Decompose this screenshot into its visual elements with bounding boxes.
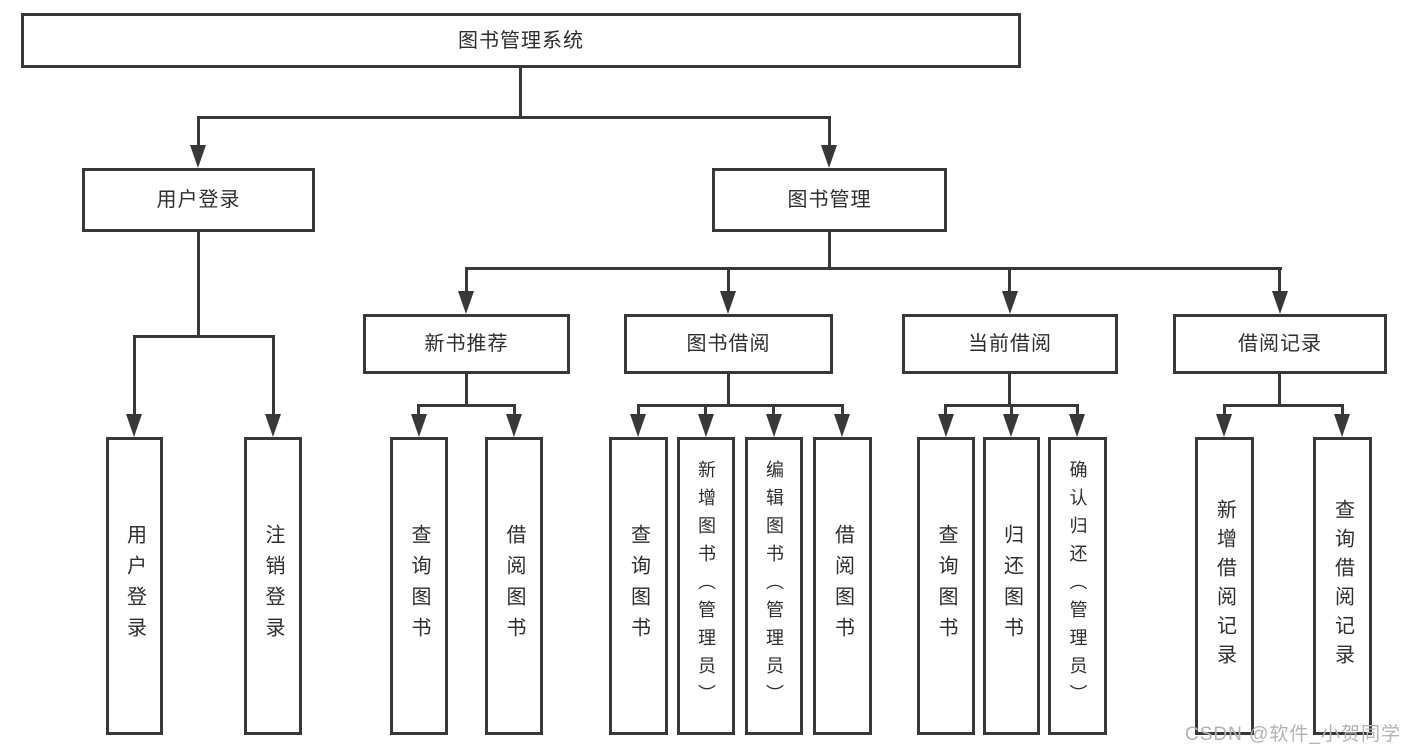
leaf-query-books-borrowing: 查询图书: [609, 437, 668, 735]
tree-line: [727, 267, 730, 293]
tree-line: [772, 404, 775, 416]
leaf-confirm-return-admin: 确认归还（管理员）: [1048, 437, 1107, 735]
tree-line: [197, 116, 831, 119]
csdn-watermark: CSDN @软件_小贺同学: [1185, 724, 1401, 745]
arrow-down-icon: [1334, 414, 1350, 437]
tree-line: [1278, 373, 1281, 407]
node-label: 新书推荐: [424, 333, 509, 355]
tree-line: [197, 116, 200, 146]
arrow-down-icon: [1272, 291, 1288, 314]
node-label: 当前借阅: [968, 333, 1052, 355]
arrow-down-icon: [1069, 414, 1085, 437]
leaf-add-book-admin: 新增图书（管理员）: [677, 437, 735, 735]
node-user-login: 用户登录: [82, 168, 315, 232]
tree-line: [465, 373, 468, 407]
tree-line: [841, 404, 844, 416]
node-label: 借阅图书: [831, 524, 854, 648]
tree-line: [465, 267, 1282, 270]
arrow-down-icon: [720, 291, 736, 314]
node-label: 查询图书: [935, 524, 957, 648]
leaf-user-login: 用户登录: [106, 437, 163, 735]
tree-line: [828, 116, 831, 146]
tree-line: [133, 335, 275, 338]
tree-line: [465, 267, 468, 293]
node-label: 新增图书（管理员）: [696, 460, 716, 712]
arrow-down-icon: [630, 414, 646, 437]
arrow-down-icon: [1003, 414, 1019, 437]
node-label: 图书管理: [787, 189, 872, 211]
tree-line: [1223, 404, 1344, 407]
tree-line: [519, 68, 522, 119]
tree-line: [417, 404, 516, 407]
node-label: 查询借阅记录: [1331, 499, 1354, 673]
node-label: 编辑图书（管理员）: [764, 460, 784, 712]
leaf-query-books-current: 查询图书: [917, 437, 975, 735]
arrow-down-icon: [506, 414, 522, 437]
arrow-down-icon: [821, 145, 837, 168]
node-new-book-recommendation: 新书推荐: [363, 314, 570, 374]
node-label: 借阅记录: [1238, 333, 1322, 355]
arrow-down-icon: [411, 414, 427, 437]
node-label: 用户登录: [156, 189, 241, 211]
node-label: 注销登录: [262, 524, 284, 648]
tree-line: [637, 404, 844, 407]
tree-line: [1010, 404, 1013, 416]
tree-line: [828, 231, 831, 270]
node-label: 查询图书: [408, 524, 430, 648]
node-book-management: 图书管理: [712, 168, 947, 232]
leaf-borrow-books-recommend: 借阅图书: [485, 437, 543, 735]
node-borrowing-records: 借阅记录: [1173, 314, 1387, 374]
tree-line: [133, 335, 136, 415]
tree-line: [417, 404, 420, 416]
node-label: 借阅图书: [503, 524, 525, 648]
node-book-borrowing: 图书借阅: [624, 314, 833, 374]
tree-line: [944, 404, 947, 416]
tree-line: [1008, 267, 1011, 293]
node-library-management-system: 图书管理系统: [21, 13, 1021, 68]
arrow-down-icon: [766, 414, 782, 437]
leaf-query-books-recommend: 查询图书: [390, 437, 448, 735]
tree-line: [1008, 373, 1011, 407]
tree-line: [1223, 404, 1226, 416]
leaf-query-borrow-record: 查询借阅记录: [1313, 437, 1372, 735]
node-label: 图书借阅: [686, 333, 771, 355]
leaf-borrow-books-borrowing: 借阅图书: [813, 437, 872, 735]
arrow-down-icon: [458, 291, 474, 314]
tree-line: [1278, 267, 1281, 293]
tree-line: [727, 373, 730, 407]
arrow-down-icon: [938, 414, 954, 437]
tree-line: [1341, 404, 1344, 416]
tree-line: [272, 335, 275, 415]
node-label: 新增借阅记录: [1213, 499, 1236, 673]
tree-line: [197, 231, 200, 338]
arrow-down-icon: [190, 145, 206, 168]
tree-line: [513, 404, 516, 416]
leaf-return-books: 归还图书: [983, 437, 1040, 735]
arrow-down-icon: [834, 414, 850, 437]
arrow-down-icon: [698, 414, 714, 437]
leaf-edit-book-admin: 编辑图书（管理员）: [745, 437, 803, 735]
node-label: 图书管理系统: [458, 29, 584, 52]
arrow-down-icon: [1002, 291, 1018, 314]
arrow-down-icon: [126, 414, 142, 437]
tree-line: [637, 404, 640, 416]
node-current-borrowing: 当前借阅: [902, 314, 1118, 374]
arrow-down-icon: [1216, 414, 1232, 437]
node-label: 确认归还（管理员）: [1067, 460, 1088, 712]
node-label: 查询图书: [627, 524, 650, 648]
arrow-down-icon: [265, 414, 281, 437]
leaf-logout-login: 注销登录: [244, 437, 302, 735]
tree-line: [1076, 404, 1079, 416]
leaf-add-borrow-record: 新增借阅记录: [1195, 437, 1254, 735]
node-label: 用户登录: [123, 524, 146, 648]
tree-line: [704, 404, 707, 416]
node-label: 归还图书: [1000, 524, 1023, 648]
